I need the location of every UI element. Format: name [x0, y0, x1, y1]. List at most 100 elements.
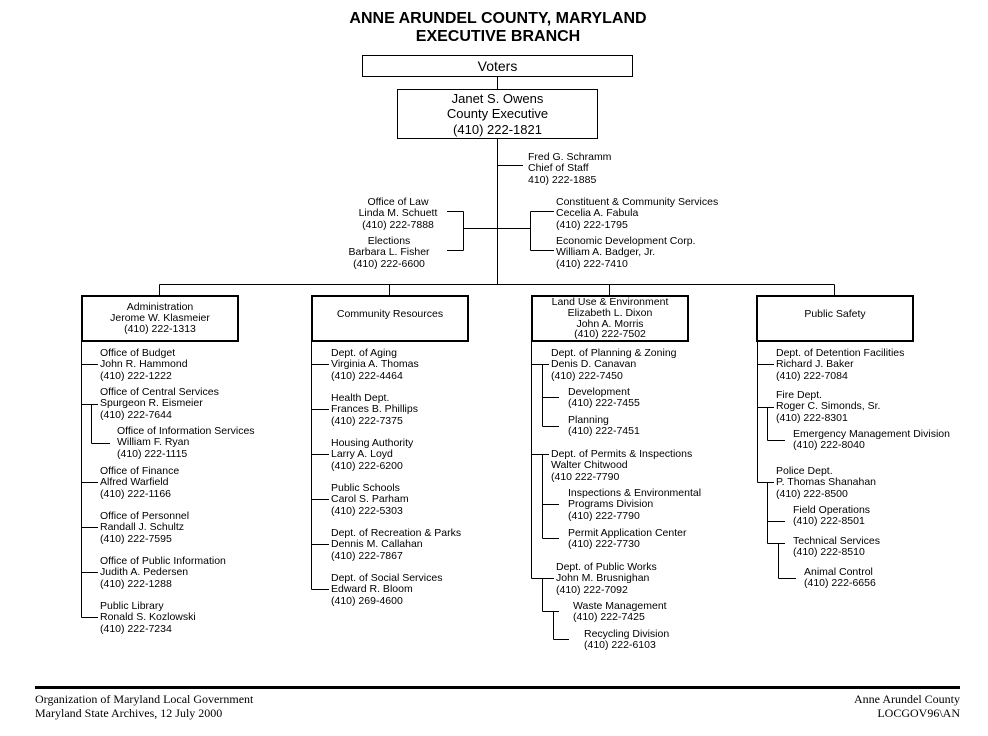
unit-name: Technical Services	[793, 535, 880, 547]
unit-phone: (410) 222-8500	[776, 487, 848, 500]
footer-county: Anne Arundel County	[854, 692, 960, 706]
unit-name: Police Dept.	[776, 465, 833, 477]
branch-head: Jerome W. Klasmeier	[110, 311, 210, 324]
unit-phone: (410) 222-6200	[331, 459, 403, 472]
unit-development: Development (410) 222-7455	[568, 386, 640, 410]
unit-head: Dennis M. Callahan	[331, 538, 423, 551]
unit-head: Ronald S. Kozlowski	[100, 611, 196, 624]
branch-head: Elizabeth L. Dixon	[567, 306, 653, 319]
executive-title: County Executive	[446, 106, 549, 122]
unit-name: Office of Budget	[100, 347, 176, 359]
chief-of-staff-phone: 410) 222-1885	[528, 173, 597, 186]
unit-name: Office of Information Services	[117, 425, 255, 437]
unit-police-dept: Police Dept. P. Thomas Shanahan (410) 22…	[776, 465, 876, 500]
office-phone: (410) 222-7888	[362, 218, 434, 231]
unit-phone: (410) 222-8510	[793, 546, 865, 559]
county-executive-box: Janet S. Owens County Executive (410) 22…	[397, 89, 598, 139]
branch-name: Community Resources	[336, 308, 444, 320]
unit-name: Public Schools	[331, 482, 400, 494]
branch-name: Land Use & Environment	[551, 295, 669, 308]
unit-head: Richard J. Baker	[776, 358, 854, 371]
unit-office-of-information-services: Office of Information Services William F…	[117, 425, 255, 460]
executive-phone: (410) 222-1821	[453, 121, 542, 137]
unit-phone: (410) 222-1115	[117, 447, 188, 460]
unit-name: Animal Control	[804, 566, 873, 578]
unit-head: Judith A. Pedersen	[100, 566, 189, 579]
unit-name: Dept. of Detention Facilities	[776, 347, 905, 359]
unit-phone: (410) 222-8040	[793, 439, 865, 452]
unit-phone: (410) 222-7234	[100, 622, 172, 635]
unit-phone: (410) 222-7451	[568, 425, 640, 438]
unit-name: Dept. of Public Works	[556, 561, 657, 573]
office-phone: (410) 222-1795	[556, 218, 628, 231]
unit-housing-authority: Housing Authority Larry A. Loyd (410) 22…	[331, 437, 414, 472]
unit-phone: (410) 222-7450	[551, 369, 623, 382]
unit-head: Carol S. Parham	[331, 493, 409, 506]
unit-office-of-finance: Office of Finance Alfred Warfield (410) …	[100, 465, 179, 500]
unit-phone: (410) 222-8501	[793, 515, 865, 528]
unit-name: Public Library	[100, 600, 164, 612]
elections-office: Elections Barbara L. Fisher (410) 222-66…	[331, 235, 447, 270]
unit-name: Inspections & Environmental	[568, 487, 702, 499]
unit-permit-application-center: Permit Application Center (410) 222-7730	[568, 527, 686, 551]
unit-public-library: Public Library Ronald S. Kozlowski (410)…	[100, 600, 196, 635]
office-name: Elections	[367, 235, 411, 247]
unit-phone: (410) 222-1166	[100, 487, 172, 500]
chart-title-line2: EXECUTIVE BRANCH	[415, 28, 581, 45]
unit-office-of-public-information: Office of Public Information Judith A. P…	[100, 555, 226, 590]
community-resources-box: Community Resources	[311, 295, 469, 342]
unit-phone: (410) 222-1222	[100, 369, 172, 382]
public-safety-box: Public Safety	[756, 295, 914, 342]
unit-fire-dept: Fire Dept. Roger C. Simonds, Sr. (410) 2…	[776, 389, 880, 424]
unit-phone: (410) 222-7084	[776, 369, 848, 382]
unit-head: William F. Ryan	[117, 436, 190, 449]
footer-source-date: Maryland State Archives, 12 July 2000	[35, 706, 223, 720]
office-phone: (410) 222-6600	[353, 257, 425, 270]
office-name: Office of Law	[367, 196, 429, 208]
voters-box: Voters	[362, 55, 633, 77]
unit-head: John R. Hammond	[100, 358, 188, 371]
unit-name-cont: Programs Division	[568, 498, 654, 511]
unit-dept-of-public-works: Dept. of Public Works John M. Brusnighan…	[556, 561, 657, 596]
unit-phone: (410) 222-7790	[568, 509, 640, 522]
unit-name: Recycling Division	[584, 628, 670, 640]
unit-name: Dept. of Recreation & Parks	[331, 527, 462, 539]
unit-name: Office of Personnel	[100, 510, 190, 522]
unit-dept-of-planning-zoning: Dept. of Planning & Zoning Denis D. Cana…	[551, 347, 677, 382]
unit-phone: (410) 222-8301	[776, 411, 848, 424]
unit-phone: (410) 222-5303	[331, 504, 403, 517]
branch-head: John A. Morris	[576, 317, 644, 330]
administration-box: Administration Jerome W. Klasmeier (410)…	[81, 295, 239, 342]
unit-name: Dept. of Permits & Inspections	[551, 448, 693, 460]
unit-head: Spurgeon R. Eismeier	[100, 397, 203, 410]
unit-name: Dept. of Aging	[331, 347, 397, 359]
unit-name: Planning	[568, 414, 609, 426]
office-of-law: Office of Law Linda M. Schuett (410) 222…	[340, 196, 456, 231]
office-name: Economic Development Corp.	[556, 235, 696, 247]
unit-waste-management: Waste Management (410) 222-7425	[573, 600, 667, 624]
unit-phone: (410) 222-7644	[100, 408, 172, 421]
unit-technical-services: Technical Services (410) 222-8510	[793, 535, 880, 559]
chief-of-staff: Fred G. Schramm Chief of Staff 410) 222-…	[528, 151, 612, 186]
unit-phone: (410) 269-4600	[331, 594, 403, 607]
unit-phone: (410) 222-7092	[556, 583, 628, 596]
chief-of-staff-name: Fred G. Schramm	[528, 151, 612, 163]
chief-of-staff-title: Chief of Staff	[528, 162, 589, 175]
unit-recycling-division: Recycling Division (410) 222-6103	[584, 628, 670, 652]
unit-planning: Planning (410) 222-7451	[568, 414, 640, 438]
unit-name: Dept. of Social Services	[331, 572, 443, 584]
unit-name: Health Dept.	[331, 392, 390, 404]
unit-phone: (410) 222-7455	[568, 397, 640, 410]
unit-office-of-budget: Office of Budget John R. Hammond (410) 2…	[100, 347, 188, 382]
unit-phone: (410) 222-6103	[584, 639, 656, 652]
unit-name: Office of Public Information	[100, 555, 226, 567]
footer-rule	[35, 686, 960, 689]
unit-phone: (410 222-7790	[551, 470, 620, 483]
unit-name: Housing Authority	[331, 437, 414, 449]
unit-public-schools: Public Schools Carol S. Parham (410) 222…	[331, 482, 409, 517]
unit-phone: (410) 222-4464	[331, 369, 403, 382]
unit-phone: (410) 222-1288	[100, 577, 172, 590]
executive-name: Janet S. Owens	[451, 90, 544, 106]
constituent-community-services: Constituent & Community Services Cecelia…	[556, 196, 718, 231]
office-head: Cecelia A. Fabula	[556, 207, 639, 220]
